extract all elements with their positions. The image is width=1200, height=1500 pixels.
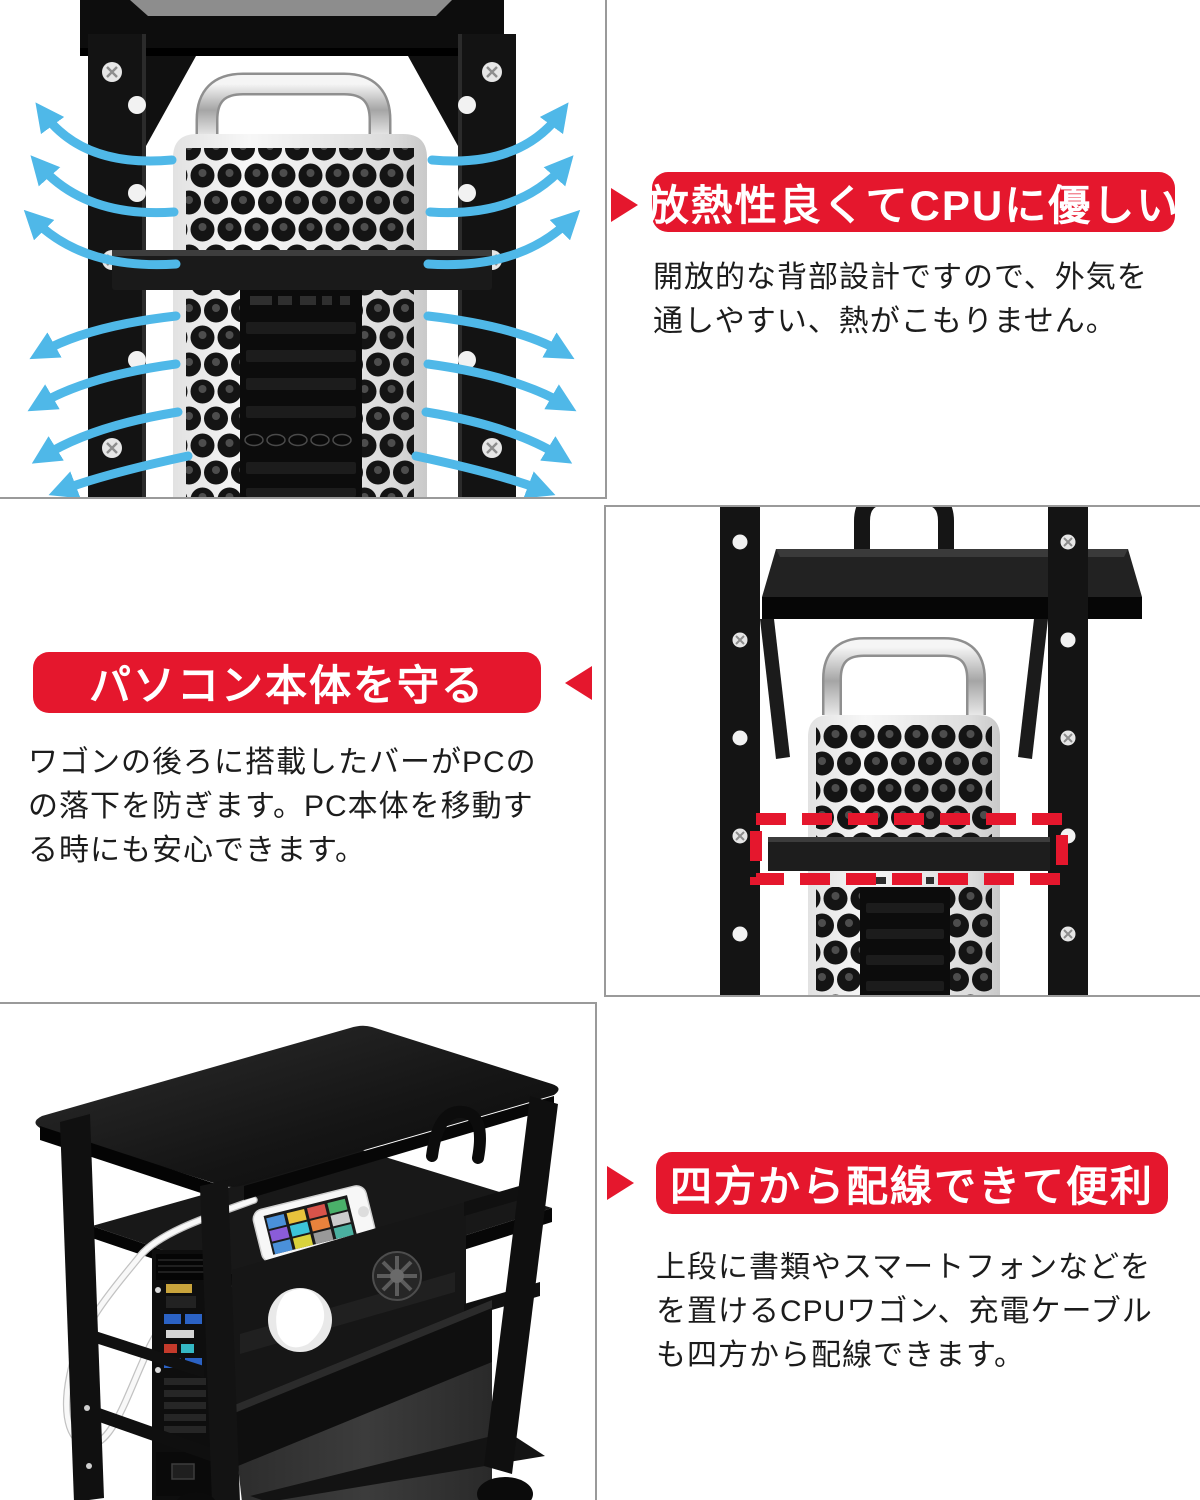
feature-title-banner: 四方から配線できて便利 <box>656 1152 1168 1214</box>
red-dashed-highlight <box>750 813 1068 885</box>
feature-title-banner: 放熱性良くてCPUに優しい <box>647 172 1178 232</box>
product-image-protect <box>604 505 1200 997</box>
feature-description: 上段に書類やスマートフォンなどを を置けるCPUワゴン、充電ケーブル も四方から… <box>656 1246 1153 1378</box>
feature-title: 四方から配線できて便利 <box>669 1162 1154 1210</box>
feature-description: ワゴンの後ろに搭載したバーがPCの の落下を防ぎます。PC本体を移動す る時にも… <box>28 741 537 873</box>
description-line: を置けるCPUワゴン、充電ケーブル <box>656 1295 1153 1328</box>
pointer-triangle-icon <box>607 1166 634 1200</box>
description-line: 上段に書類やスマートフォンなどを <box>656 1251 1152 1284</box>
description-line: も四方から配線できます。 <box>656 1339 1025 1372</box>
pointer-triangle-icon <box>565 666 592 700</box>
mac-pro-rear-ports <box>250 296 350 305</box>
cpu-stand-airflow-illustration <box>23 0 581 497</box>
product-image-cooling <box>0 0 607 499</box>
description-line: る時にも安心できます。 <box>28 834 366 867</box>
pc-side-window <box>232 1202 466 1412</box>
description-line: ワゴンの後ろに搭載したバーがPCの <box>28 746 537 779</box>
description-line: 通しやすい、熱がこもりません。 <box>653 305 1117 338</box>
description-line: の落下を防ぎます。PC本体を移動す <box>28 790 534 823</box>
product-image-wiring <box>0 1002 597 1500</box>
cpu-wagon-illustration <box>35 1025 559 1500</box>
feature-description: 開放的な背部設計ですので、外気を 通しやすい、熱がこもりません。 <box>653 256 1148 344</box>
pointer-triangle-icon <box>611 188 638 222</box>
smartphone-illustration <box>252 1185 376 1263</box>
feature-title-banner: パソコン本体を守る <box>33 652 541 713</box>
feature-title: 放熱性良くてCPUに優しい <box>646 181 1181 229</box>
airflow-arrows <box>23 102 581 497</box>
description-line: 開放的な背部設計ですので、外気を <box>653 261 1148 294</box>
feature-title: パソコン本体を守る <box>88 662 485 709</box>
cpu-stand-bar-illustration <box>720 507 1142 995</box>
